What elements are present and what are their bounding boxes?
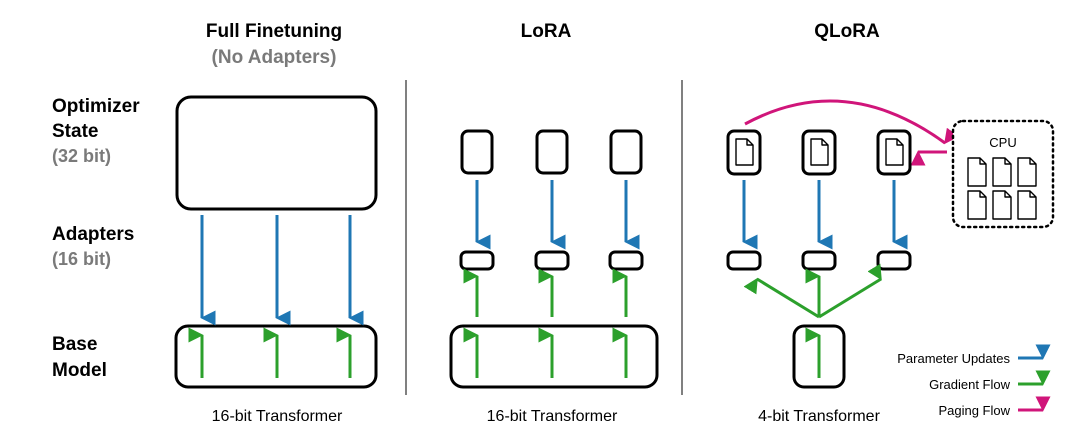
cpu-label: CPU	[989, 135, 1016, 150]
page-icon	[967, 190, 987, 220]
adapter-box-lora	[608, 250, 644, 271]
adapter-box-qlora	[876, 250, 912, 271]
panel-title-qlora: QLoRA	[814, 21, 880, 42]
panel-full-finetuning: Full Finetuning (No Adapters) 16-bit Tra…	[174, 21, 378, 425]
panel-caption-lora: 16-bit Transformer	[487, 408, 618, 425]
legend-label-paging-flow: Paging Flow	[938, 403, 1010, 418]
row-label-optimizer-bits: (32 bit)	[52, 146, 111, 166]
panel-title-lora: LoRA	[521, 21, 572, 42]
row-label-optimizer-line2: State	[52, 121, 98, 142]
gradient-flow-arrow	[743, 277, 820, 319]
optimizer-state-box-lora	[460, 129, 494, 175]
page-icon	[1017, 190, 1037, 220]
panel-qlora: QLoRA 4-bit Transformer CPU	[726, 21, 1055, 425]
row-label-adapters-bits: (16 bit)	[52, 249, 111, 269]
adapter-box-lora	[459, 250, 495, 271]
page-icon	[992, 157, 1012, 187]
gradient-flow-arrow	[818, 263, 882, 319]
adapter-box-lora	[534, 250, 570, 271]
row-label-optimizer-line1: Optimizer	[52, 96, 140, 117]
adapter-box-qlora	[801, 250, 837, 271]
row-label-base-line2: Model	[52, 360, 107, 381]
page-icon	[810, 138, 829, 166]
optimizer-state-box-full	[175, 95, 378, 211]
panel-title-full-finetuning: Full Finetuning	[206, 21, 342, 42]
panel-caption-full-finetuning: 16-bit Transformer	[212, 408, 343, 425]
optimizer-state-box-lora	[609, 129, 643, 175]
panel-caption-qlora: 4-bit Transformer	[758, 408, 880, 425]
optimizer-state-box-lora	[535, 129, 569, 175]
page-icon	[1017, 157, 1037, 187]
row-label-base-line1: Base	[52, 334, 97, 355]
adapter-box-qlora	[726, 250, 762, 271]
paging-flow-arrow	[744, 99, 960, 145]
page-icon	[967, 157, 987, 187]
row-label-adapters: Adapters	[52, 224, 134, 245]
row-labels: Optimizer State (32 bit) Adapters (16 bi…	[52, 96, 140, 381]
panel-lora: LoRA 16-bit Transformer	[449, 21, 659, 425]
page-icon	[992, 190, 1012, 220]
panel-subtitle-full-finetuning: (No Adapters)	[212, 47, 337, 68]
cpu-memory: CPU	[951, 119, 1055, 229]
legend-label-parameter-updates: Parameter Updates	[897, 351, 1010, 366]
page-icon	[735, 138, 754, 166]
page-icon	[885, 138, 904, 166]
base-model-box-lora	[449, 324, 659, 389]
legend-label-gradient-flow: Gradient Flow	[929, 377, 1011, 392]
legend: Parameter Updates Gradient Flow Paging F…	[897, 344, 1051, 418]
